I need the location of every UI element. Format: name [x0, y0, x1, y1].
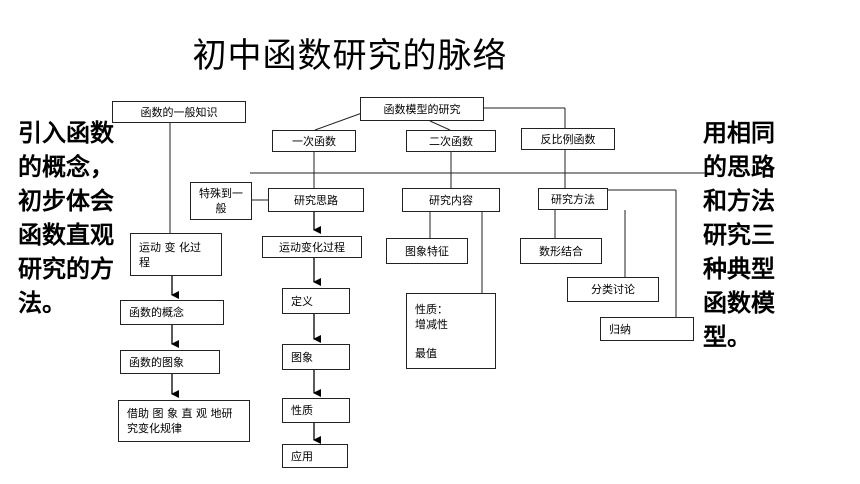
- box-property-details: 性质： 增减性 最值: [406, 293, 496, 369]
- box-label: 研究内容: [429, 193, 473, 207]
- page-title: 初中函数研究的脉络: [192, 36, 508, 76]
- box-label: 函数的概念: [129, 306, 184, 319]
- property-detail-line: 最值: [415, 347, 437, 360]
- left-description: 引入函数的概念，初步体会函数直观研究的方法。: [18, 116, 120, 320]
- box-linear-function: 一次函数: [272, 130, 356, 152]
- box-graph-law: 借助 图 象 直 观 地研究变化规律: [118, 400, 250, 442]
- box-special-to-general: 特殊到一般: [190, 182, 252, 220]
- box-label: 应用: [291, 449, 313, 463]
- box-label: 一次函数: [292, 134, 336, 148]
- box-label: 归纳: [609, 322, 631, 336]
- box-motion-process-left: 运动 变 化过程: [130, 233, 222, 276]
- box-label: 分类讨论: [591, 283, 635, 296]
- box-graph: 图象: [282, 344, 350, 370]
- box-motion-process-mid: 运动变化过程: [262, 236, 362, 258]
- box-function-model-study: 函数模型的研究: [360, 97, 484, 121]
- box-number-shape: 数形结合: [520, 238, 602, 264]
- box-label: 图象: [291, 350, 313, 364]
- box-inverse-function: 反比例函数: [521, 128, 615, 150]
- box-label: 二次函数: [429, 134, 473, 148]
- right-description-text: 用相同的思路和方法研究三种典型函数模型。: [703, 119, 775, 351]
- box-label: 反比例函数: [540, 132, 596, 146]
- box-definition: 定义: [282, 288, 350, 314]
- box-label: 性质: [291, 404, 313, 417]
- box-classification: 分类讨论: [567, 277, 659, 302]
- box-label: 函数的图象: [129, 355, 184, 369]
- box-label: 数形结合: [539, 244, 583, 258]
- box-label: 图象特征: [405, 244, 449, 258]
- box-graph-features: 图象特征: [386, 238, 468, 264]
- box-research-approach: 研究思路: [268, 188, 364, 212]
- box-induction: 归纳: [600, 317, 694, 341]
- box-label: 定义: [291, 294, 313, 308]
- box-property: 性质: [282, 398, 350, 423]
- property-detail-line: 增减性: [415, 318, 448, 331]
- property-detail-line: 性质：: [415, 303, 448, 316]
- left-description-text: 引入函数的概念，初步体会函数直观研究的方法。: [18, 119, 114, 317]
- box-label: 研究思路: [294, 193, 338, 207]
- box-research-method: 研究方法: [538, 188, 608, 210]
- box-label: 运动变化过程: [279, 240, 345, 254]
- box-label: 借助 图 象 直 观 地研究变化规律: [127, 407, 233, 435]
- box-research-content: 研究内容: [402, 188, 500, 212]
- box-label: 函数模型的研究: [383, 102, 461, 116]
- box-function-general-knowledge: 函数的一般知识: [112, 101, 246, 123]
- box-label: 函数的一般知识: [140, 105, 218, 119]
- box-label: 研究方法: [551, 192, 595, 206]
- connector-line: [314, 112, 363, 131]
- box-function-concept: 函数的概念: [120, 300, 224, 325]
- box-label: 运动 变 化过程: [139, 240, 201, 269]
- right-description: 用相同的思路和方法研究三种典型函数模型。: [703, 116, 793, 354]
- box-function-graph: 函数的图象: [120, 350, 220, 374]
- box-application: 应用: [282, 444, 348, 468]
- connector-line: [429, 120, 451, 131]
- box-label: 特殊到一般: [199, 187, 243, 215]
- box-quadratic-function: 二次函数: [406, 130, 496, 152]
